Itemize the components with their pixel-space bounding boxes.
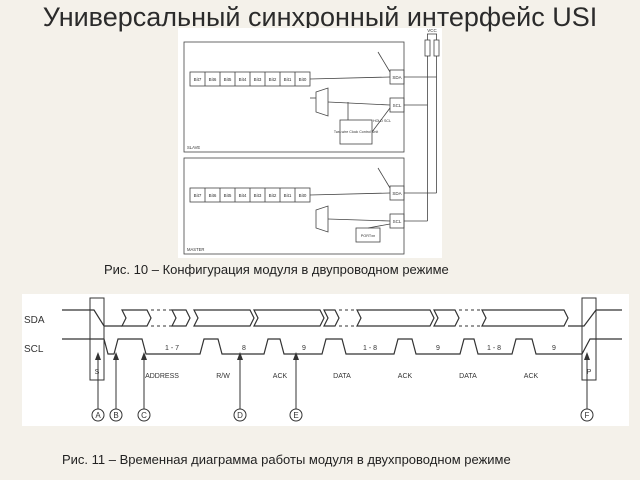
scl-waveform xyxy=(62,338,622,355)
pulse-label: 1 - 7 xyxy=(165,345,179,352)
timing-diagram: SDA SCL 1 - 7 8 xyxy=(22,294,629,426)
master-block xyxy=(183,157,405,255)
master-bit-label: Bit1 xyxy=(284,193,292,198)
slave-bit-label: Bit4 xyxy=(239,77,247,82)
scl-signal-label: SCL xyxy=(24,344,44,355)
slave-bit-label: Bit0 xyxy=(299,77,307,82)
timing-svg: SDA SCL 1 - 7 8 xyxy=(24,297,622,422)
vcc-label: VCC xyxy=(427,28,437,33)
slave-sda-label: SDA xyxy=(392,75,401,80)
marker-label: E xyxy=(293,411,298,420)
master-bit-label: Bit7 xyxy=(194,193,202,198)
slave-bit-label: Bit7 xyxy=(194,77,202,82)
master-sda-label: SDA xyxy=(392,191,401,196)
slave-bit-label: Bit5 xyxy=(224,77,232,82)
marker-f xyxy=(580,408,594,422)
field-label: ACK xyxy=(524,373,539,380)
figure-10-caption: Рис. 10 – Конфигурация модуля в двупрово… xyxy=(104,262,449,277)
marker-label: A xyxy=(95,411,101,420)
slave-bit-label: Bit3 xyxy=(254,77,262,82)
pulse-label: 9 xyxy=(436,345,440,352)
pulse-label: 9 xyxy=(302,345,306,352)
field-label: DATA xyxy=(333,373,351,380)
master-bit-label: Bit2 xyxy=(269,193,277,198)
field-label: DATA xyxy=(459,373,477,380)
pulse-label: 1 - 8 xyxy=(487,345,501,352)
marker-d xyxy=(233,408,247,422)
master-label: MASTER xyxy=(187,247,204,252)
field-label: ADDRESS xyxy=(145,373,179,380)
master-bit-label: Bit6 xyxy=(209,193,217,198)
pulse-label: 1 - 8 xyxy=(363,345,377,352)
resistor-1 xyxy=(424,39,431,57)
slave-bit-label: Bit1 xyxy=(284,77,292,82)
control-unit-label: Two-wire Clock Control Unit xyxy=(334,130,378,134)
master-mux xyxy=(315,205,329,233)
marker-label: B xyxy=(113,411,118,420)
field-label: R/W xyxy=(216,373,230,380)
slave-label: SLAVE xyxy=(187,145,200,150)
master-bit-label: Bit4 xyxy=(239,193,247,198)
marker-label: F xyxy=(585,411,590,420)
field-label: ACK xyxy=(398,373,413,380)
configuration-diagram: Bit7 Bit6 Bit5 Bit4 Bit3 Bit2 Bit1 Bit0 … xyxy=(178,28,442,258)
sda-waveform xyxy=(62,309,622,327)
marker-label: C xyxy=(141,411,147,420)
master-scl-label: SCL xyxy=(393,219,402,224)
slave-mux xyxy=(315,87,329,117)
master-bit-label: Bit3 xyxy=(254,193,262,198)
marker-a xyxy=(91,408,105,422)
slave-scl-label: SCL xyxy=(393,103,402,108)
slave-bit-label: Bit6 xyxy=(209,77,217,82)
marker-c xyxy=(137,408,151,422)
slave-block xyxy=(183,41,405,153)
pulse-label: 9 xyxy=(552,345,556,352)
field-label: P xyxy=(587,369,592,376)
pulse-label: 8 xyxy=(242,345,246,352)
hold-label: HOLD SCL xyxy=(373,119,391,123)
marker-label: D xyxy=(237,411,243,420)
marker-e xyxy=(289,408,303,422)
page-title: Универсальный синхронный интерфейс USI xyxy=(42,2,598,32)
slave-bit-label: Bit2 xyxy=(269,77,277,82)
field-label: S xyxy=(95,369,100,376)
figure-11-caption: Рис. 11 – Временная диаграмма работы мод… xyxy=(62,452,511,467)
marker-b xyxy=(109,408,123,422)
field-label: ACK xyxy=(273,373,288,380)
port-label: PORTxn xyxy=(361,234,376,238)
resistor-2 xyxy=(433,39,440,57)
configuration-svg: Bit7 Bit6 Bit5 Bit4 Bit3 Bit2 Bit1 Bit0 … xyxy=(183,28,440,255)
master-bit-label: Bit0 xyxy=(299,193,307,198)
sda-signal-label: SDA xyxy=(24,315,45,326)
master-bit-label: Bit5 xyxy=(224,193,232,198)
